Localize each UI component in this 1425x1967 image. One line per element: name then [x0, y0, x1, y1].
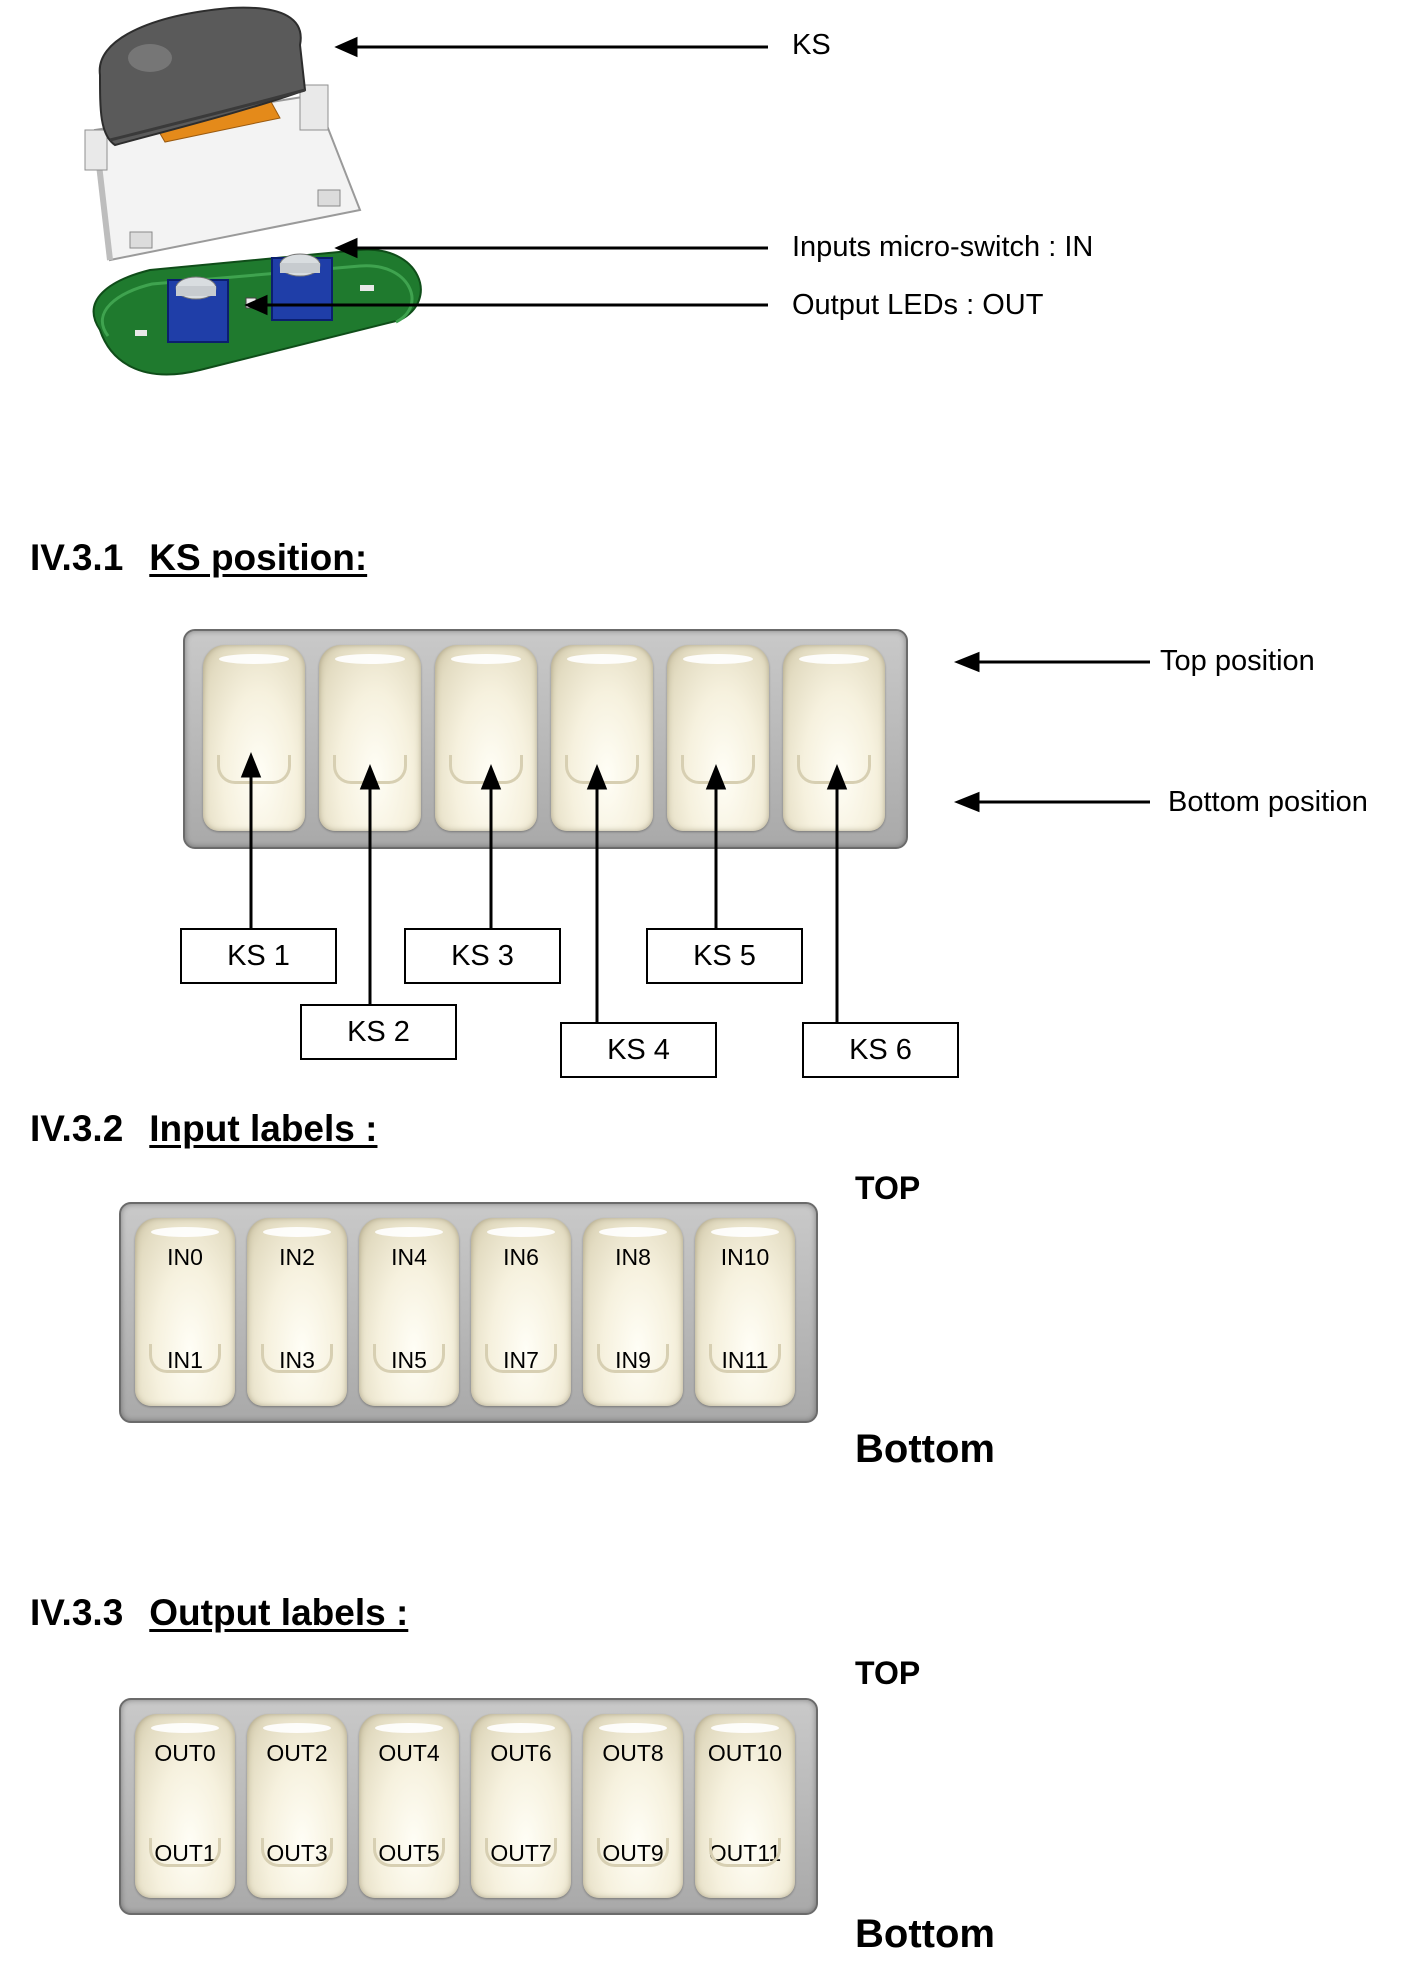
input-bottom-label: Bottom [855, 1427, 995, 1471]
key-ks3 [435, 645, 537, 831]
output-top-label-text: OUT6 [490, 1740, 552, 1766]
input-top-label-text: IN4 [391, 1244, 427, 1270]
output-top-label-text: OUT2 [266, 1740, 328, 1766]
section-heading-input-labels: IV.3.2 Input labels : [30, 1108, 377, 1150]
ks-box-1: KS 1 [180, 928, 337, 984]
output-top-label-text: OUT4 [378, 1740, 440, 1766]
top-position-label: Top position [1160, 645, 1315, 677]
input-top-label-text: IN8 [615, 1244, 651, 1270]
section-number: IV.3.1 [30, 537, 124, 578]
input-bottom-label-text: IN11 [721, 1347, 769, 1373]
section-heading-ks-position: IV.3.1 KS position: [30, 537, 367, 579]
section-title: Output labels : [149, 1592, 409, 1633]
output-bottom-label: Bottom [855, 1912, 995, 1956]
ks-position-arrows [240, 651, 1150, 1022]
ks-cap [98, 6, 307, 147]
input-bottom-label-text: IN5 [391, 1347, 427, 1373]
bottom-position-label: Bottom position [1168, 786, 1368, 818]
ks-position-panel [183, 629, 908, 849]
section-title: Input labels : [149, 1108, 378, 1149]
output-top-label-text: OUT0 [154, 1740, 216, 1766]
key-ks5 [667, 645, 769, 831]
input-bottom-label-text: IN1 [167, 1347, 203, 1373]
input-top-label: TOP [855, 1170, 921, 1206]
output-top-label: TOP [855, 1655, 921, 1691]
switch-exploded-illustration [84, 6, 768, 376]
micro-switch-right [271, 253, 333, 321]
ks-box-4: KS 4 [560, 1022, 717, 1078]
key-ks4 [551, 645, 653, 831]
input-bottom-label-text: IN7 [503, 1347, 539, 1373]
section-number: IV.3.3 [30, 1592, 124, 1633]
ks-box-6: KS 6 [802, 1022, 959, 1078]
ks-box-2: KS 2 [300, 1004, 457, 1060]
output-top-label-text: OUT10 [707, 1740, 783, 1766]
callout-arrows [244, 36, 768, 316]
input-bottom-label-text: IN9 [615, 1347, 651, 1373]
section-title: KS position: [149, 537, 368, 578]
callout-inputs-label: Inputs micro-switch : IN [792, 231, 1094, 263]
callout-outputs-label: Output LEDs : OUT [792, 289, 1044, 321]
output-top-label-text: OUT8 [602, 1740, 664, 1766]
input-top-label-text: IN2 [279, 1244, 315, 1270]
input-top-label-text: IN6 [503, 1244, 539, 1270]
section-number: IV.3.2 [30, 1108, 124, 1149]
key-ks1 [203, 645, 305, 831]
input-top-label-text: IN0 [167, 1244, 203, 1270]
section-heading-output-labels: IV.3.3 Output labels : [30, 1592, 408, 1634]
ks-box-5: KS 5 [646, 928, 803, 984]
input-top-label-text: IN10 [720, 1244, 770, 1270]
micro-switch-left [167, 276, 229, 343]
key-ks6 [783, 645, 885, 831]
callout-ks-label: KS [792, 29, 831, 61]
ks-box-3: KS 3 [404, 928, 561, 984]
input-bottom-label-text: IN3 [279, 1347, 315, 1373]
